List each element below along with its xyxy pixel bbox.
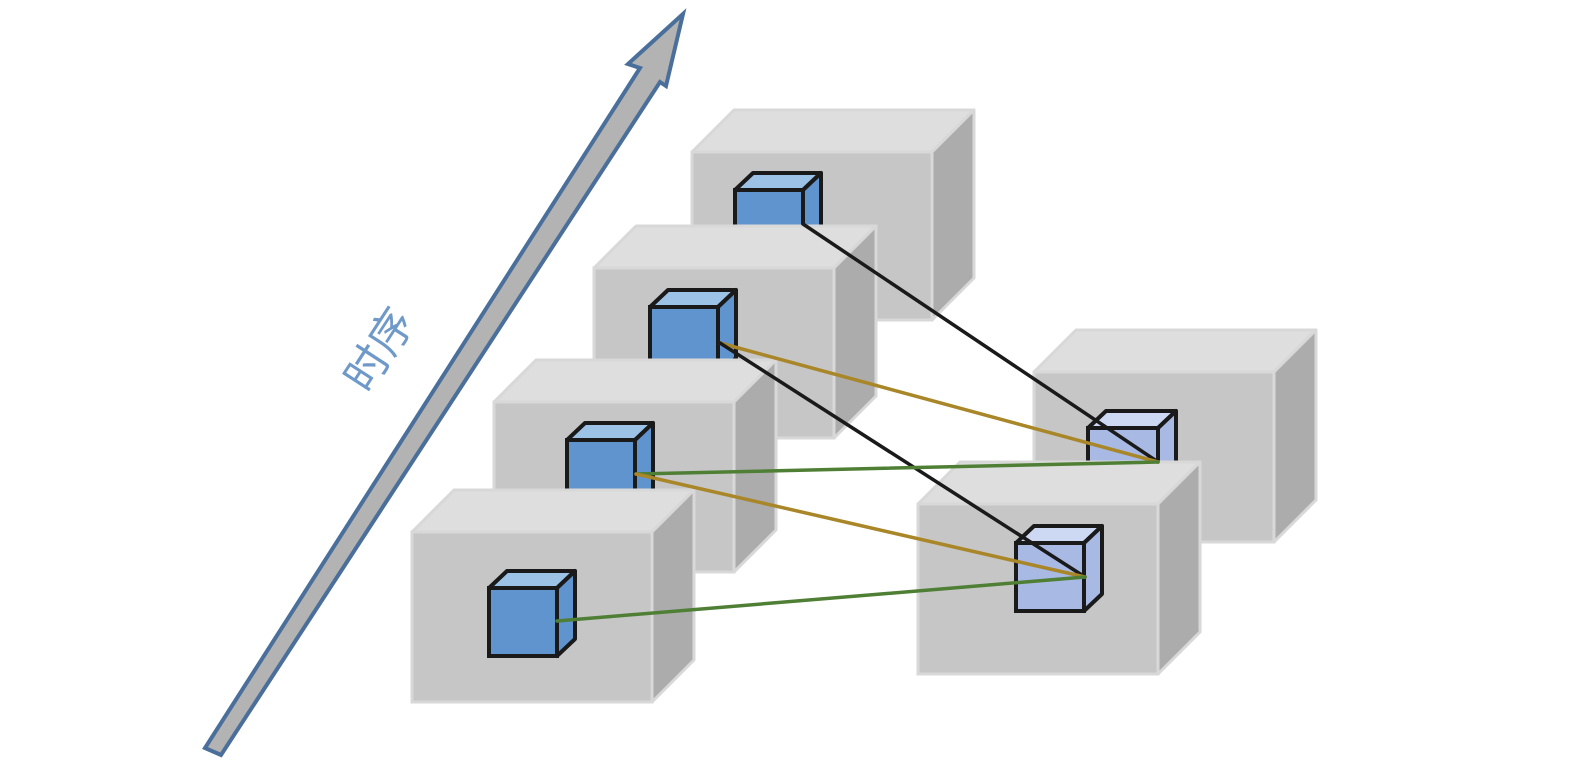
right-frame-1-top [1032,328,1318,374]
time-axis [202,8,687,758]
left-frame-4-top [410,488,696,534]
left-frame-3-top [492,358,778,404]
link-line-6 [555,575,1087,623]
link-lines [555,222,1160,623]
left-frame-4-cube [487,569,577,658]
time-axis-label: 时序 [334,299,425,401]
link-line-5 [634,472,1087,579]
link-line-1 [801,222,1160,464]
right-frame-2-cube [1014,524,1104,613]
link-line-3 [718,341,1087,579]
left-frame-stack [410,108,1318,704]
left-frame-4-cube-front [487,586,559,658]
left-frame-2-top [592,224,878,270]
link-line-4 [634,460,1160,476]
left-frame-1-top [690,108,976,154]
left-frame-4-cube-side [555,569,577,658]
right-frame-2-cube-side [1082,524,1104,613]
time-axis-arrow [202,8,687,758]
link-line-2 [718,341,1160,464]
